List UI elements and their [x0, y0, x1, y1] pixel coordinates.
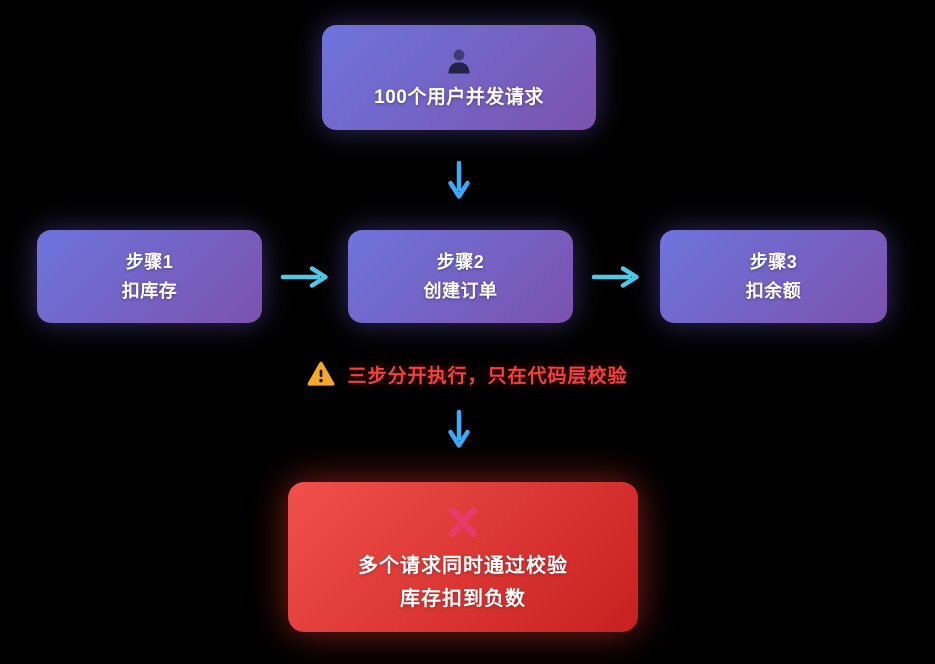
failure-line-2: 库存扣到负数: [400, 588, 526, 610]
arrow-right-icon: [280, 266, 328, 288]
step-title: 步骤2: [436, 251, 485, 272]
users-node: 100个用户并发请求: [322, 25, 596, 130]
users-node-label: 100个用户并发请求: [374, 86, 544, 108]
step-node-3: 步骤3 扣余额: [660, 230, 887, 323]
step-title: 步骤3: [749, 251, 798, 272]
step-subtitle: 创建订单: [423, 280, 498, 301]
fail-x-icon: [444, 504, 482, 540]
step-subtitle: 扣余额: [745, 280, 802, 301]
user-icon: [444, 47, 474, 75]
failure-node: 多个请求同时通过校验 库存扣到负数: [288, 482, 638, 632]
arrow-right-icon: [591, 266, 639, 288]
step-title: 步骤1: [125, 251, 174, 272]
step-subtitle: 扣库存: [121, 280, 178, 301]
warning-label: 三步分开执行，只在代码层校验: [347, 365, 628, 387]
warning-note: 三步分开执行，只在代码层校验: [0, 357, 935, 391]
warning-icon: [307, 361, 335, 387]
failure-line-1: 多个请求同时通过校验: [358, 555, 568, 577]
step-node-2: 步骤2 创建订单: [348, 230, 573, 323]
arrow-down-icon: [448, 409, 470, 448]
arrow-down-icon: [448, 160, 470, 199]
step-node-1: 步骤1 扣库存: [37, 230, 262, 323]
